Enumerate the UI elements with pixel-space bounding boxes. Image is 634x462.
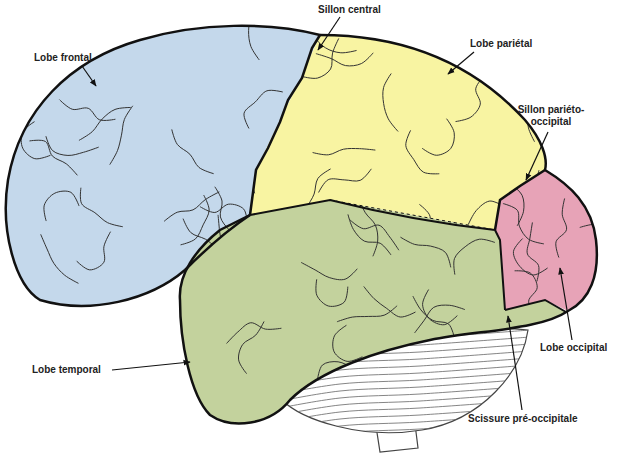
part-label: Sillon central (318, 4, 381, 16)
part-label: Lobe temporal (32, 364, 101, 376)
lobe-border (330, 200, 495, 230)
gyri (0, 0, 617, 462)
lateral-sulcus (250, 200, 505, 310)
brain-outline (180, 35, 597, 423)
preoccipital-notch (505, 300, 566, 312)
part-label: Sillon pariéto-occipital (506, 104, 596, 128)
part-label: Lobe occipital (540, 342, 607, 354)
parieto-occipital-sulcus (495, 170, 545, 230)
part-label: Lobe pariétal (470, 38, 532, 50)
occipital-lobe (495, 170, 597, 311)
brain-outline (6, 26, 320, 306)
part-label: Scissure pré-occipitale (468, 413, 578, 425)
temporal-lobe (180, 200, 566, 423)
leader-lines (82, 17, 572, 410)
central-sulcus (250, 35, 320, 215)
part-label: Lobe frontal (34, 52, 92, 64)
